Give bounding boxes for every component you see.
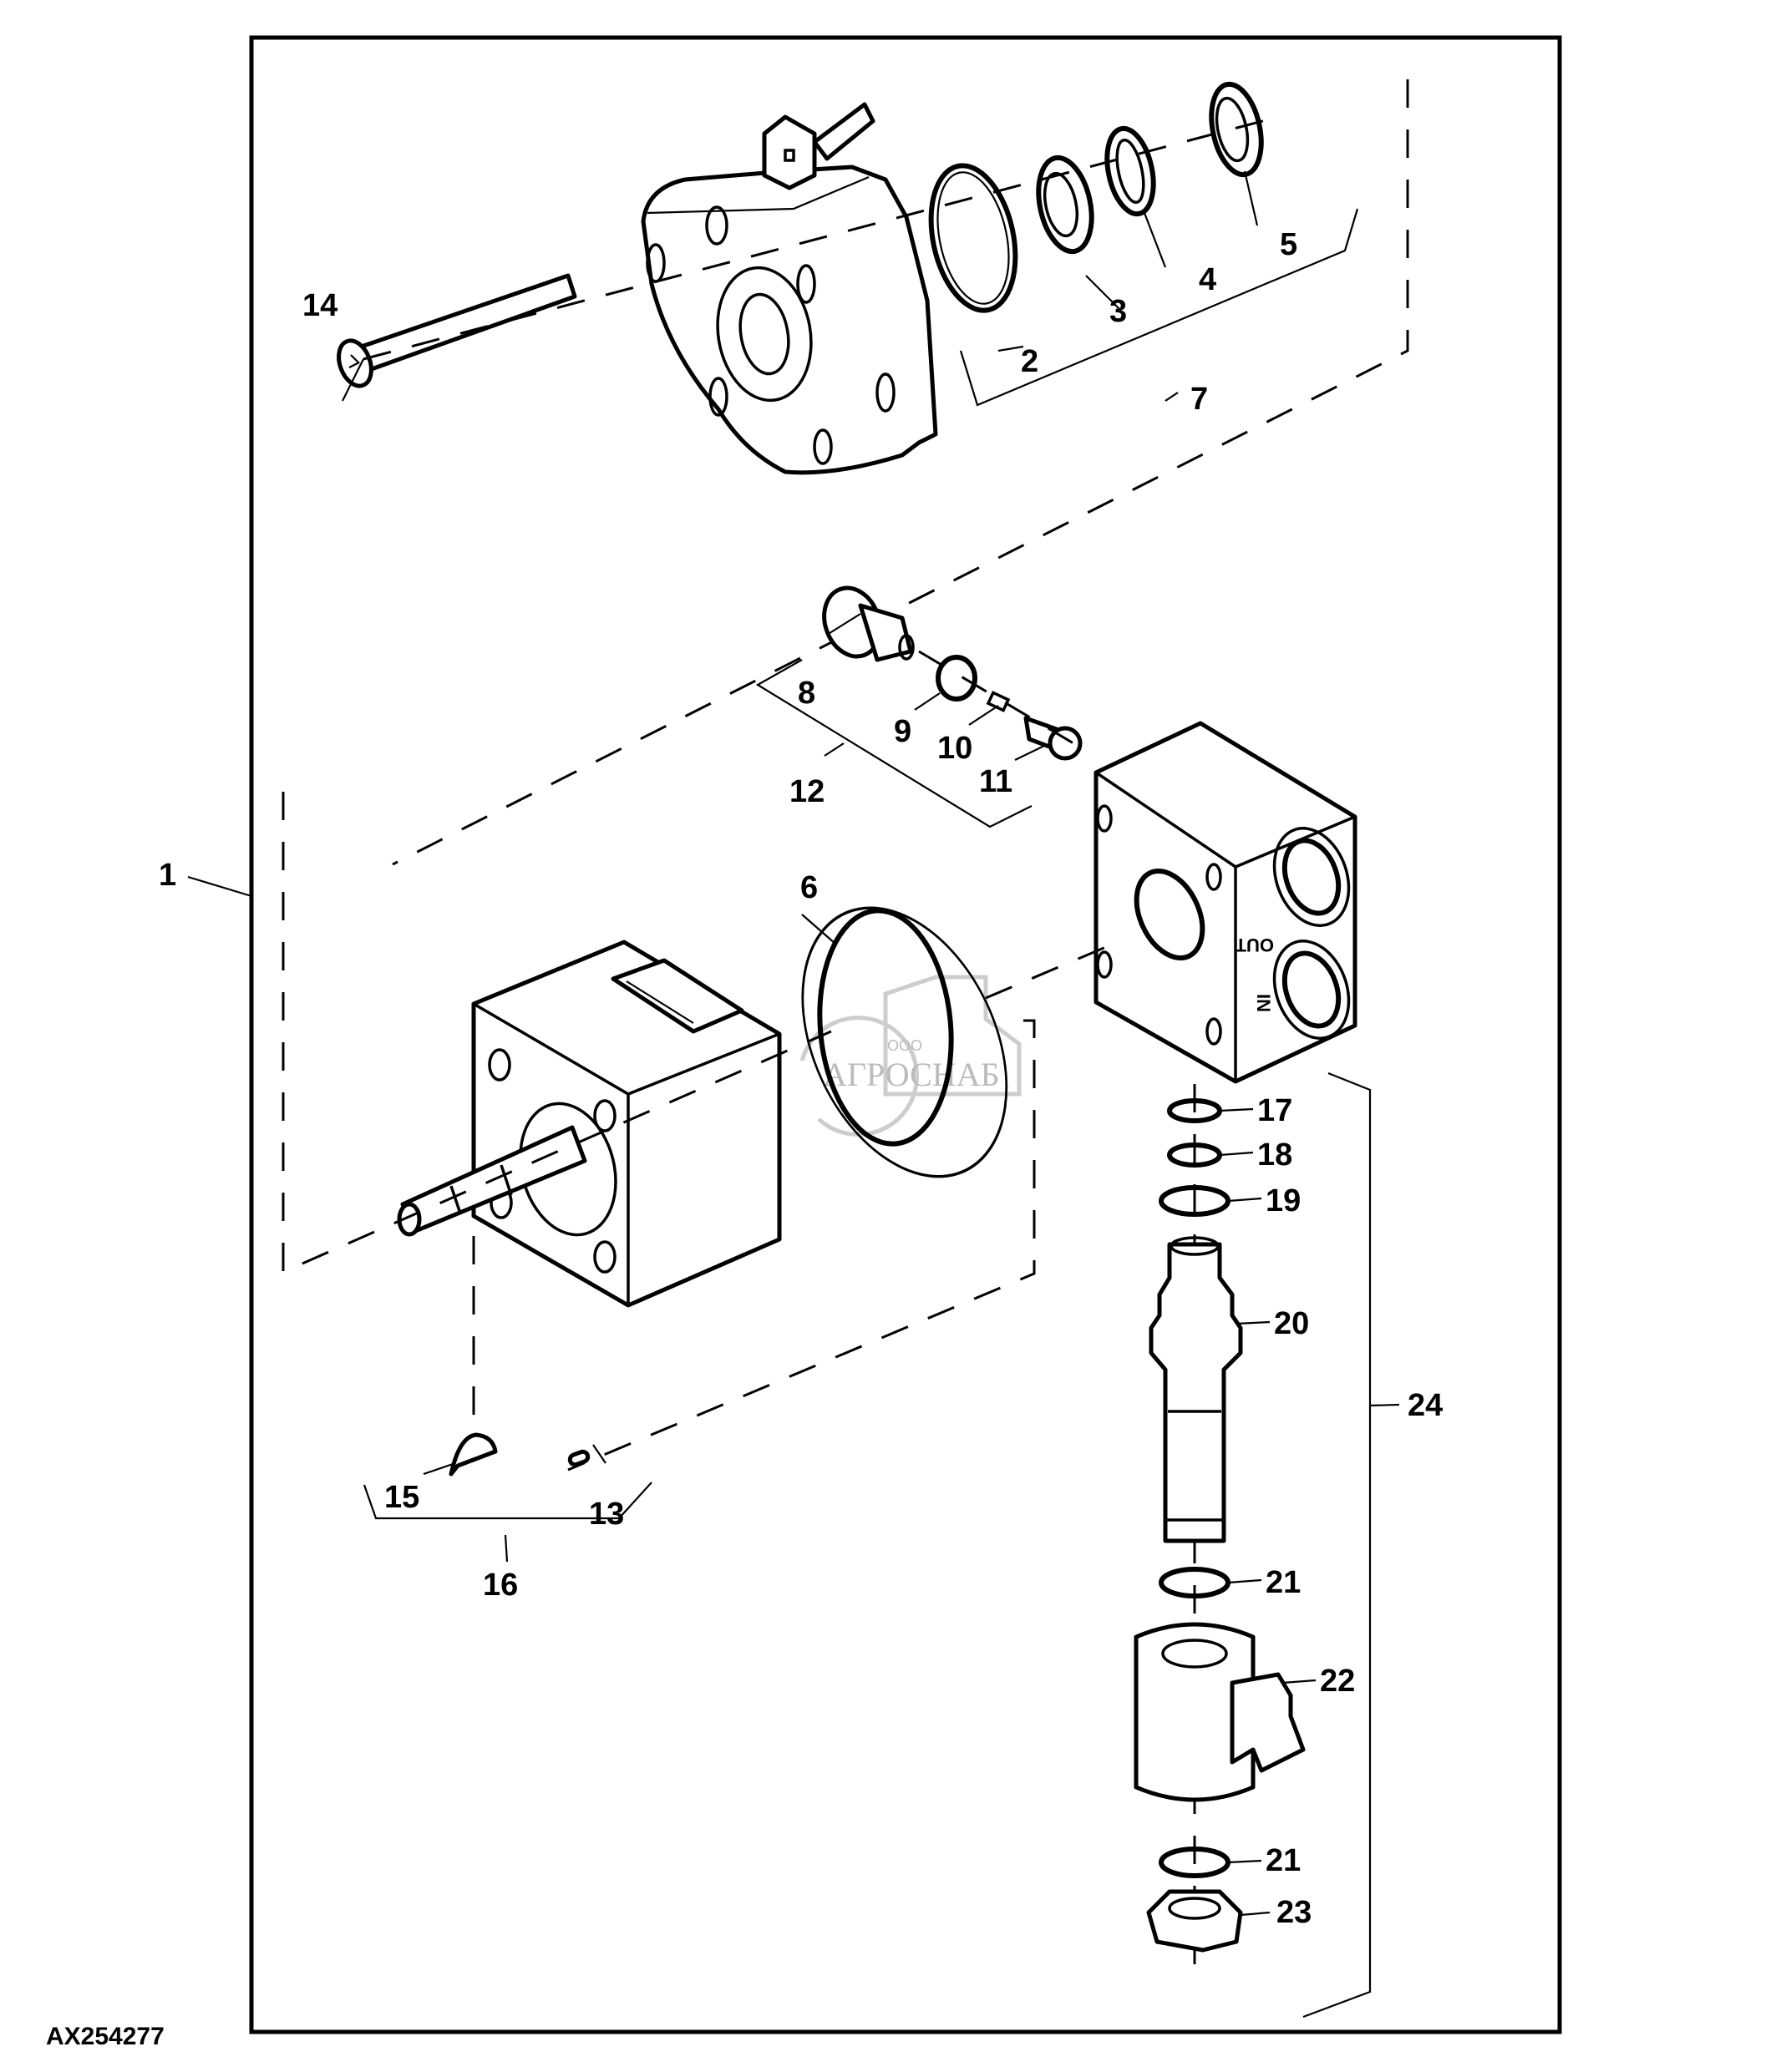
callout-12: 12 (789, 774, 825, 809)
callout-6: 6 (800, 870, 818, 905)
callout-4: 4 (1199, 262, 1216, 297)
part-valve-cartridge-20 (1149, 1236, 1243, 1543)
watermark-brand: АГРОСНАБ (823, 1056, 1000, 1093)
part-cap-screw (337, 273, 577, 388)
part-solenoid-coil-22 (1134, 1622, 1306, 1802)
part-plug-8 (822, 585, 915, 662)
callout-16: 16 (483, 1568, 518, 1603)
callout-21-lower: 21 (1266, 1843, 1301, 1878)
boundary-line-assembly-1-top (392, 79, 1409, 866)
part-shaft-seal-3 (1036, 155, 1094, 255)
bracket-assembly-24 (1302, 1071, 1372, 2019)
callout-5: 5 (1280, 227, 1297, 262)
callout-24: 24 (1408, 1388, 1443, 1423)
callout-11: 11 (979, 764, 1012, 799)
callout-3: 3 (1109, 294, 1127, 329)
callout-17: 17 (1257, 1093, 1292, 1128)
part-shaft-seal-5 (1209, 81, 1264, 178)
diagram-frame (249, 35, 1562, 2034)
callout-23: 23 (1276, 1895, 1312, 1930)
part-woodruff-key-15 (449, 1432, 498, 1477)
bracket-kit-12 (755, 659, 1033, 828)
part-washer-4 (1104, 125, 1156, 217)
callout-19: 19 (1266, 1183, 1301, 1218)
bracket-kit-7 (959, 208, 1359, 407)
part-flange-cover (641, 102, 938, 475)
part-pin-13 (567, 1449, 591, 1467)
part-valve-block: OUT IN (801, 721, 1357, 1178)
port-label-in: IN (1253, 994, 1274, 1012)
callout-15: 15 (384, 1480, 419, 1515)
part-pump-body (397, 940, 782, 1308)
part-poppet-11 (1023, 716, 1083, 761)
callout-7: 7 (1190, 382, 1208, 417)
part-spring-10 (986, 691, 1011, 712)
part-o-ring-9 (936, 655, 977, 702)
watermark-logo: ООО АГРОСНАБ (799, 975, 1022, 1137)
part-nut-23 (1146, 1889, 1243, 1953)
bracket-kit-16 (363, 1482, 652, 1520)
callout-9: 9 (894, 714, 911, 749)
axis-line-top (363, 115, 1279, 361)
figure-id: AX254277 (46, 2023, 165, 2050)
callout-2: 2 (1021, 344, 1038, 379)
callout-21-upper: 21 (1266, 1565, 1301, 1600)
boundary-line-pin (567, 1019, 1036, 1472)
callout-10: 10 (937, 731, 972, 766)
callout-14: 14 (302, 288, 337, 323)
callout-13: 13 (589, 1497, 624, 1532)
axis-line-oring-6 (985, 938, 1124, 1000)
watermark-prefix: ООО (887, 1037, 922, 1054)
callout-8: 8 (798, 676, 815, 711)
port-label-out: OUT (1235, 935, 1274, 955)
callout-18: 18 (1257, 1137, 1292, 1173)
callout-22: 22 (1320, 1664, 1355, 1699)
boundary-line-assembly-1-left (282, 792, 832, 1274)
axis-line-relief (918, 650, 1078, 747)
watermark-gear-icon (799, 1016, 919, 1137)
callout-1: 1 (159, 858, 176, 893)
part-o-ring-6 (817, 908, 954, 1147)
part-o-ring-2 (928, 163, 1018, 313)
callouts: 1 2 3 4 5 6 7 8 9 10 11 12 13 14 15 16 1… (159, 227, 1443, 1930)
callout-20: 20 (1274, 1306, 1309, 1341)
leader-lines (187, 170, 1400, 1917)
